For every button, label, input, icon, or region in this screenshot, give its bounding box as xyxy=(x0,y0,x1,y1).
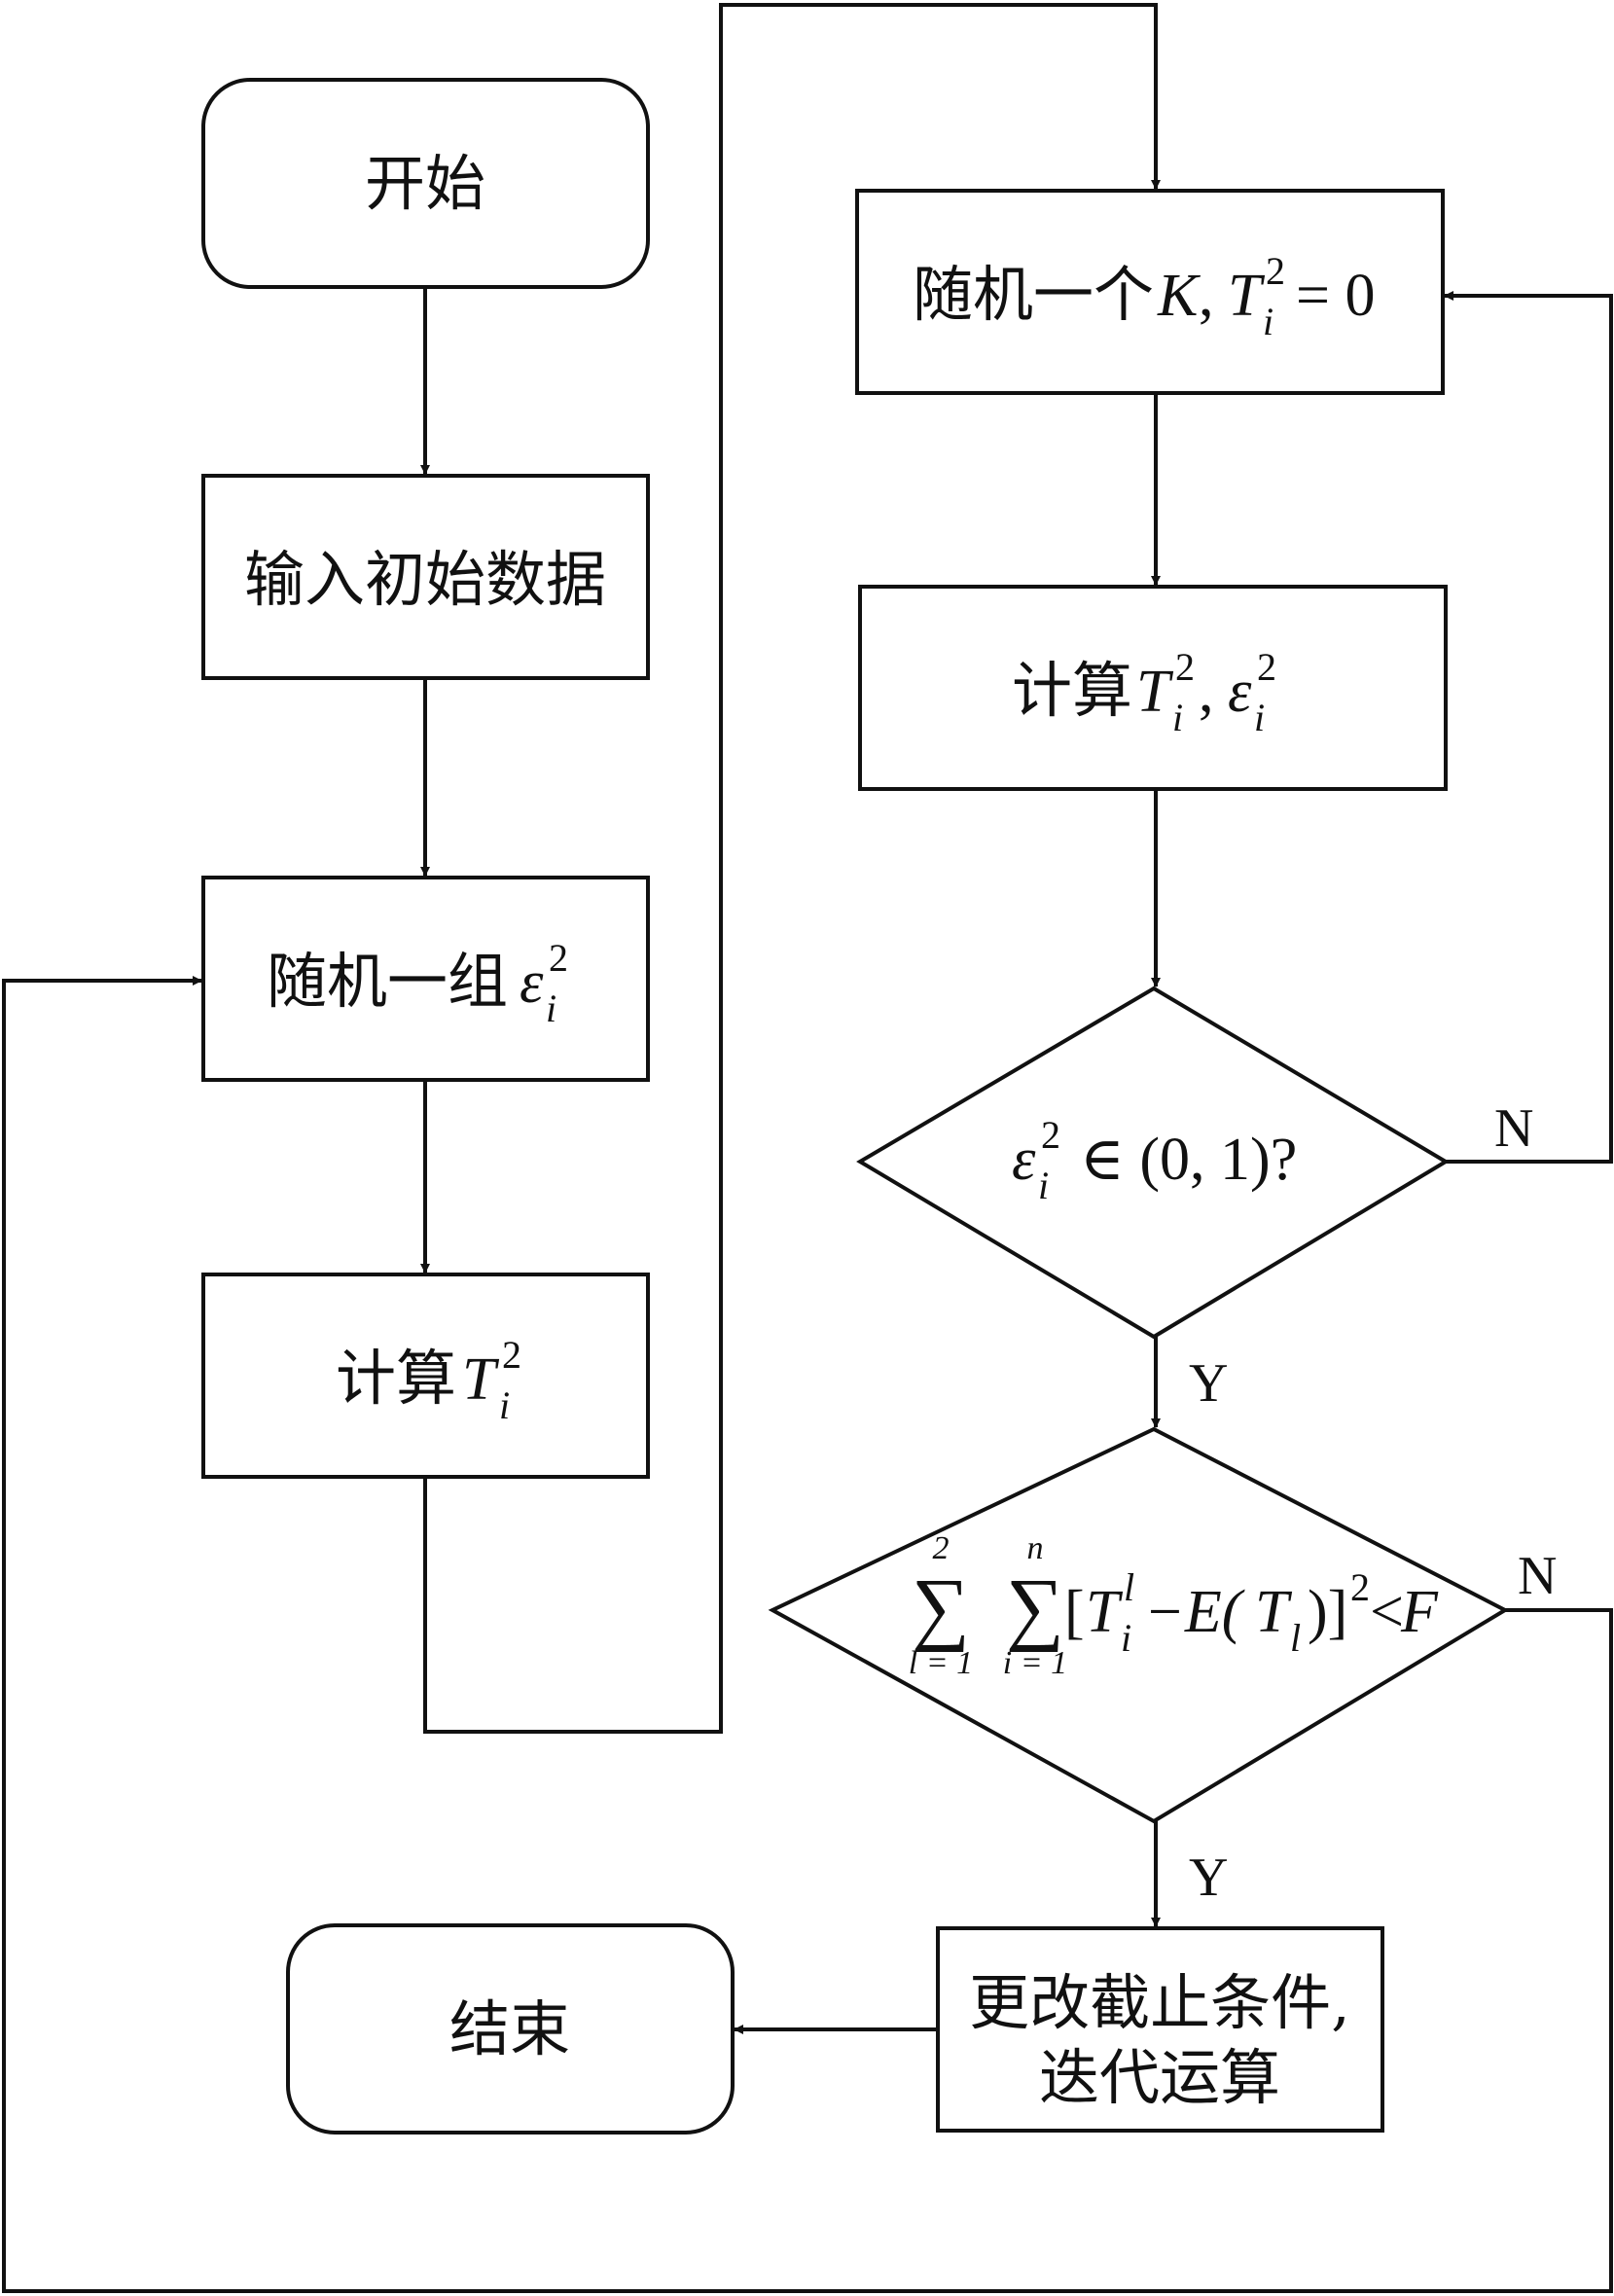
end-node xyxy=(286,1923,735,2135)
update-condition-node xyxy=(936,1926,1384,2133)
calc-t-eps-node xyxy=(858,585,1448,791)
update-line2: 迭代运算 xyxy=(1039,2042,1280,2113)
conv-tl: T xyxy=(1255,1579,1293,1645)
conv-t: T xyxy=(1086,1579,1124,1645)
calc-t-sub: i xyxy=(499,1383,510,1427)
sum2-bottom: i = 1 xyxy=(1003,1645,1067,1681)
random-k-node xyxy=(855,189,1445,395)
calc-t-eps-t: T xyxy=(1136,659,1174,725)
start-label: 开始 xyxy=(365,148,485,219)
sum2-top: n xyxy=(1027,1530,1044,1566)
random-k-var: K xyxy=(1157,263,1202,329)
conv-minus-e: −E( xyxy=(1144,1579,1245,1645)
decision1-interval: ∈ (0, 1)? xyxy=(1080,1127,1297,1193)
random-eps-label: 随机一组 xyxy=(267,946,508,1017)
sum1-top: 2 xyxy=(933,1530,950,1566)
sum1-sigma: ∑ xyxy=(912,1562,970,1653)
decision2-no-label: N xyxy=(1518,1546,1557,1606)
input-data-label: 输入初始数据 xyxy=(244,544,606,615)
calc-t-eps-t-sup: 2 xyxy=(1175,645,1195,689)
calc-t-node xyxy=(201,1273,650,1479)
decision1-yes-label: Y xyxy=(1189,1353,1228,1414)
calc-t-symbol: T xyxy=(462,1346,500,1413)
decision1-eps-sub: i xyxy=(1038,1164,1049,1207)
random-eps-sup: 2 xyxy=(549,936,568,980)
conv-close: )] xyxy=(1308,1579,1347,1645)
random-eps-node xyxy=(201,876,650,1082)
calc-t-eps-eps: ε xyxy=(1228,659,1252,725)
conv-t-sub: i xyxy=(1121,1616,1131,1660)
random-k-comma: , xyxy=(1199,263,1214,329)
calc-t-sup: 2 xyxy=(502,1333,521,1377)
random-k-t: T xyxy=(1228,263,1266,329)
random-eps-symbol: ε xyxy=(520,950,544,1016)
connector-decision1-no xyxy=(1444,291,1613,1164)
calc-t-eps-comma: , xyxy=(1199,659,1214,725)
random-eps-sub: i xyxy=(546,987,556,1030)
decision1-eps-sup: 2 xyxy=(1041,1113,1060,1157)
sum1-bottom: l = 1 xyxy=(909,1645,973,1681)
random-k-eq: = 0 xyxy=(1296,263,1375,329)
conv-open-bracket: [ xyxy=(1064,1579,1085,1645)
calc-t-eps-t-sub: i xyxy=(1172,696,1183,739)
conv-lt: < xyxy=(1370,1579,1404,1645)
decision1-no-label: N xyxy=(1494,1098,1533,1159)
calc-t-eps-eps-sup: 2 xyxy=(1257,645,1276,689)
random-k-t-sub: i xyxy=(1263,300,1273,343)
conv-tl-sub: l xyxy=(1290,1616,1301,1660)
decision1-eps: ε xyxy=(1012,1127,1036,1193)
update-line1: 更改截止条件, xyxy=(969,1967,1350,2038)
calc-t-eps-label: 计算 xyxy=(1012,655,1132,726)
random-k-label: 随机一个 xyxy=(913,259,1154,330)
input-data-node xyxy=(201,474,650,680)
conv-t-sup: l xyxy=(1124,1565,1134,1609)
decision2-yes-label: Y xyxy=(1189,1848,1228,1908)
calc-t-label: 计算 xyxy=(336,1343,456,1414)
calc-t-eps-eps-sub: i xyxy=(1254,696,1265,739)
conv-f: F xyxy=(1400,1579,1439,1645)
sum2-sigma: ∑ xyxy=(1006,1562,1064,1653)
random-k-t-sup: 2 xyxy=(1266,249,1285,293)
conv-sq: 2 xyxy=(1350,1565,1370,1609)
end-label: 结束 xyxy=(449,1993,570,2064)
connector-calc-t-to-random-k xyxy=(423,3,1161,1734)
connector-decision2-no xyxy=(2,976,1613,2293)
